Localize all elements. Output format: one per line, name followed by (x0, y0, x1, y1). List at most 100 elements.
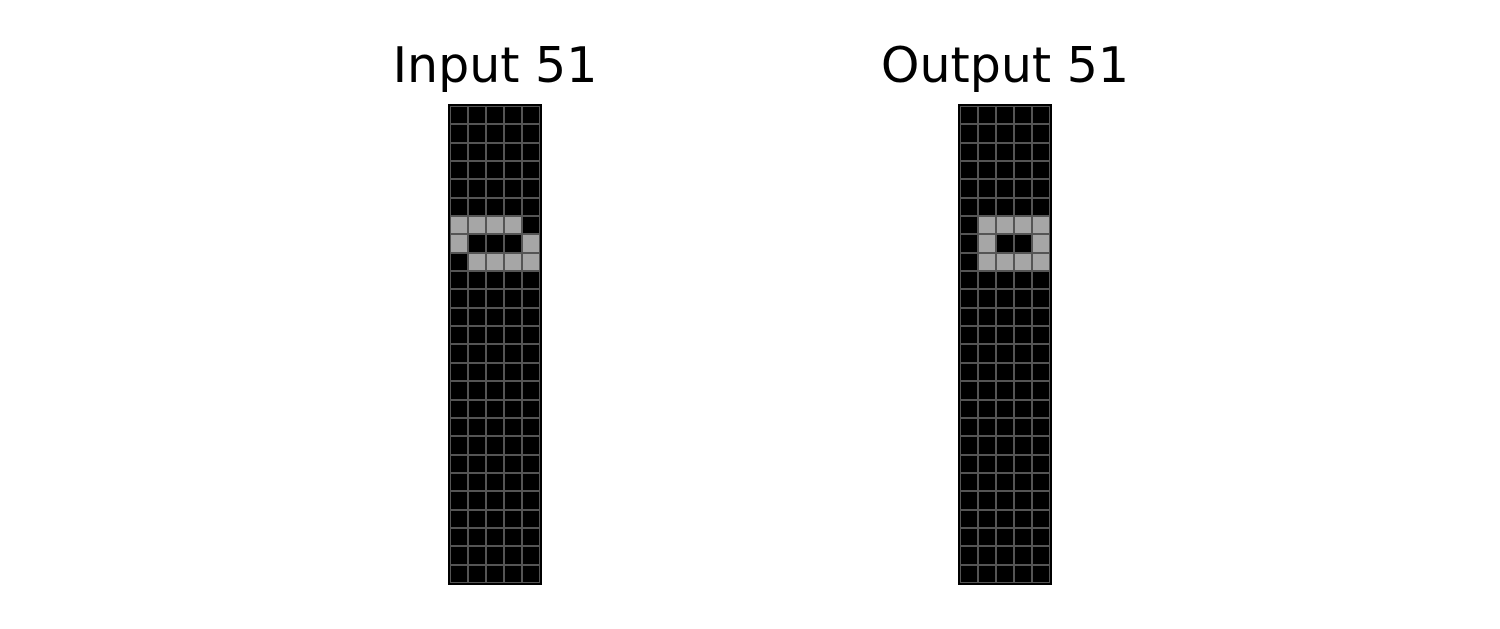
grid-cell (1014, 271, 1032, 290)
grid-cell (1032, 472, 1050, 492)
grid-cell (960, 472, 978, 492)
grid-cell (522, 564, 540, 583)
grid-cell-filled (996, 252, 1014, 272)
grid-cell (1032, 271, 1050, 290)
grid-cell (468, 197, 486, 217)
grid-cell-filled (468, 216, 486, 235)
grid-cell (486, 564, 504, 583)
grid-cell (1014, 454, 1032, 473)
grid-cell (522, 307, 540, 327)
grid-cell (486, 362, 504, 382)
grid-cell (978, 124, 996, 143)
grid-cell (1032, 307, 1050, 327)
grid-cell (522, 289, 540, 308)
grid-cell-filled (504, 216, 522, 235)
grid-cell (486, 491, 504, 510)
grid-cell (486, 454, 504, 473)
grid-cell (504, 307, 522, 327)
grid-cell (486, 326, 504, 345)
grid-cell (468, 436, 486, 455)
grid-cell (1032, 399, 1050, 418)
grid-cell (468, 344, 486, 363)
grid-cell (450, 271, 468, 290)
grid-cell (1032, 197, 1050, 217)
grid-cell (1032, 491, 1050, 510)
grid-cell (522, 179, 540, 198)
grid-cell (996, 527, 1014, 547)
grid-cell (960, 106, 978, 125)
grid-cell (1014, 472, 1032, 492)
grid-cell (468, 381, 486, 400)
grid-cell-filled (486, 216, 504, 235)
grid-cell (1032, 289, 1050, 308)
grid-cell (978, 399, 996, 418)
grid-cell (468, 161, 486, 180)
grid-cell (996, 564, 1014, 583)
grid-cell (504, 161, 522, 180)
grid-cell (1032, 564, 1050, 583)
grid-cell (1032, 326, 1050, 345)
grid-cell (996, 106, 1014, 125)
grid-cell (978, 289, 996, 308)
grid-cell (960, 271, 978, 290)
grid-cell (468, 527, 486, 547)
grid-cell (504, 527, 522, 547)
grid-cell (978, 509, 996, 528)
grid-cell (486, 289, 504, 308)
grid-cell (1014, 234, 1032, 253)
grid-cell (450, 491, 468, 510)
grid-cell (522, 326, 540, 345)
grid-cell (486, 197, 504, 217)
grid-cell (450, 344, 468, 363)
output-title: Output 51 (880, 37, 1130, 94)
grid-cell (1032, 509, 1050, 528)
grid-cell (996, 161, 1014, 180)
grid-cell (522, 124, 540, 143)
grid-cell-filled (1014, 252, 1032, 272)
grid-cell (468, 399, 486, 418)
grid-cell (486, 472, 504, 492)
grid-cell-filled (486, 252, 504, 272)
grid-cell (522, 271, 540, 290)
grid-cell (450, 399, 468, 418)
grid-cell (1014, 124, 1032, 143)
grid-cell-filled (996, 216, 1014, 235)
grid-cell (504, 381, 522, 400)
grid-cell (468, 509, 486, 528)
grid-cell (960, 124, 978, 143)
grid-cell (960, 142, 978, 162)
grid-cell (450, 509, 468, 528)
grid-cell (1014, 142, 1032, 162)
grid-cell (996, 454, 1014, 473)
grid-cell (1032, 546, 1050, 565)
grid-cell (978, 142, 996, 162)
grid-cell (522, 216, 540, 235)
input-panel: Input 51 (335, 0, 655, 629)
grid-cell (1014, 362, 1032, 382)
grid-cell (450, 307, 468, 327)
grid-cell (486, 417, 504, 437)
grid-cell (450, 161, 468, 180)
grid-cell (450, 124, 468, 143)
grid-cell (486, 344, 504, 363)
grid-cell (1032, 179, 1050, 198)
grid-cell (504, 417, 522, 437)
grid-cell-filled (504, 252, 522, 272)
grid-cell (468, 234, 486, 253)
grid-cell (522, 362, 540, 382)
grid-cell (468, 491, 486, 510)
grid-cell (486, 142, 504, 162)
grid-cell (504, 454, 522, 473)
input-title: Input 51 (392, 37, 598, 94)
grid-cell (486, 436, 504, 455)
grid-cell (504, 124, 522, 143)
grid-cell-filled (450, 216, 468, 235)
grid-cell (960, 491, 978, 510)
grid-cell (1032, 454, 1050, 473)
grid-cell (1032, 124, 1050, 143)
grid-cell (468, 271, 486, 290)
grid-cell (450, 472, 468, 492)
grid-cell-filled (978, 234, 996, 253)
grid-cell (960, 326, 978, 345)
grid-cell (996, 124, 1014, 143)
